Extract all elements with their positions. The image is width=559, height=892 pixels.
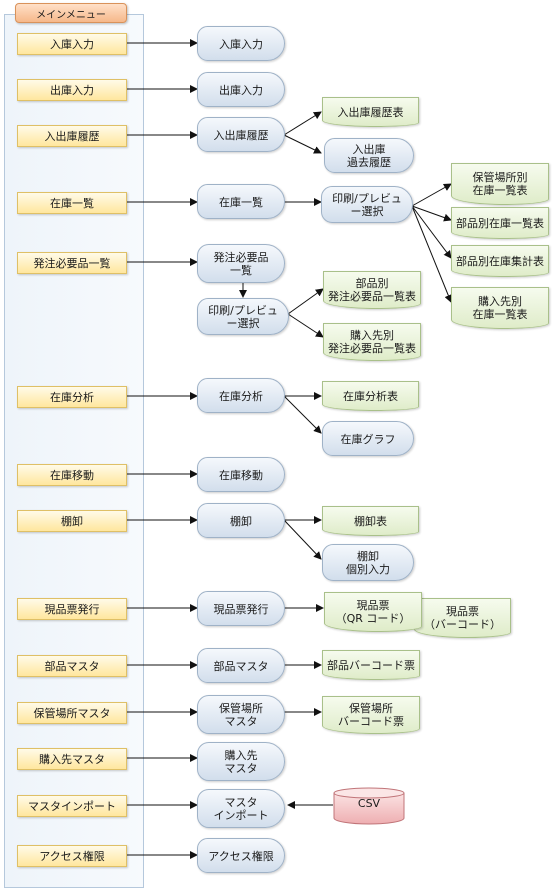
menu-item-order-list[interactable]: 発注必要品一覧 [17, 252, 127, 274]
doc-history-table: 入出庫履歴表 [322, 97, 419, 127]
doc-order-by-supplier: 購入先別 発注必要品一覧表 [323, 323, 421, 361]
main-menu-title: メインメニュー [15, 3, 127, 23]
screen-supplier-master[interactable]: 購入先 マスタ [197, 742, 285, 781]
menu-item-location-master[interactable]: 保管場所マスタ [17, 702, 127, 724]
main-menu-panel [4, 14, 144, 888]
menu-item-inventory[interactable]: 棚卸 [17, 510, 127, 532]
screen-order-list[interactable]: 発注必要品 一覧 [197, 244, 285, 283]
doc-stock-by-location: 保管場所別 在庫一覧表 [451, 163, 549, 205]
screen-inventory-input[interactable]: 棚卸 個別入力 [322, 544, 414, 581]
menu-item-stock-list[interactable]: 在庫一覧 [17, 192, 127, 214]
csv-label: CSV [357, 797, 381, 810]
menu-item-stock-move[interactable]: 在庫移動 [17, 464, 127, 486]
menu-item-history[interactable]: 入出庫履歴 [17, 125, 127, 147]
screen-stock-move[interactable]: 在庫移動 [197, 457, 285, 492]
menu-item-stock-analysis[interactable]: 在庫分析 [17, 386, 127, 408]
screen-past-history[interactable]: 入出庫 過去履歴 [324, 138, 414, 173]
doc-stock-by-part: 部品別在庫一覧表 [451, 207, 549, 239]
menu-item-supplier-master[interactable]: 購入先マスタ [17, 748, 127, 770]
menu-item-tag-issue[interactable]: 現品票発行 [17, 598, 127, 620]
doc-stock-by-supplier: 購入先別 在庫一覧表 [451, 287, 549, 329]
menu-item-shipping-input[interactable]: 出庫入力 [17, 79, 127, 101]
menu-item-master-import[interactable]: マスタインポート [17, 795, 127, 817]
screen-stock-graph[interactable]: 在庫グラフ [322, 421, 414, 456]
menu-item-parts-master[interactable]: 部品マスタ [17, 655, 127, 677]
screen-order-print-select[interactable]: 印刷/プレビュ ー選択 [197, 298, 289, 335]
cylinder-icon [333, 787, 405, 825]
doc-tag-qr: 現品票 （QR コード） [324, 592, 422, 632]
doc-inventory-table: 棚卸表 [322, 506, 419, 536]
screen-location-master[interactable]: 保管場所 マスタ [197, 695, 285, 734]
doc-parts-barcode: 部品バーコード票 [322, 650, 420, 680]
screen-shipping-input[interactable]: 出庫入力 [197, 72, 285, 107]
screen-inventory[interactable]: 棚卸 [197, 503, 285, 538]
screen-stock-analysis[interactable]: 在庫分析 [197, 378, 285, 413]
doc-analysis-table: 在庫分析表 [322, 381, 419, 411]
doc-tag-barcode: 現品票 （バーコード） [414, 598, 511, 638]
doc-stock-total-by-part: 部品別在庫集計表 [451, 245, 549, 277]
screen-receiving-input[interactable]: 入庫入力 [197, 26, 285, 61]
screen-access-rights[interactable]: アクセス権限 [197, 838, 285, 873]
screen-tag-issue[interactable]: 現品票発行 [197, 591, 285, 626]
menu-item-receiving-input[interactable]: 入庫入力 [17, 33, 127, 55]
doc-location-barcode: 保管場所 バーコード票 [322, 696, 420, 734]
doc-order-by-part: 部品別 発注必要品一覧表 [323, 271, 421, 309]
screen-master-import[interactable]: マスタ インポート [197, 789, 285, 828]
csv-data-store: CSV [333, 787, 405, 825]
screen-parts-master[interactable]: 部品マスタ [197, 648, 285, 683]
screen-stock-print-select[interactable]: 印刷/プレビュ ー選択 [321, 186, 413, 223]
screen-stock-list[interactable]: 在庫一覧 [197, 184, 285, 219]
menu-item-access-rights[interactable]: アクセス権限 [17, 845, 127, 867]
screen-history[interactable]: 入出庫履歴 [197, 117, 285, 152]
